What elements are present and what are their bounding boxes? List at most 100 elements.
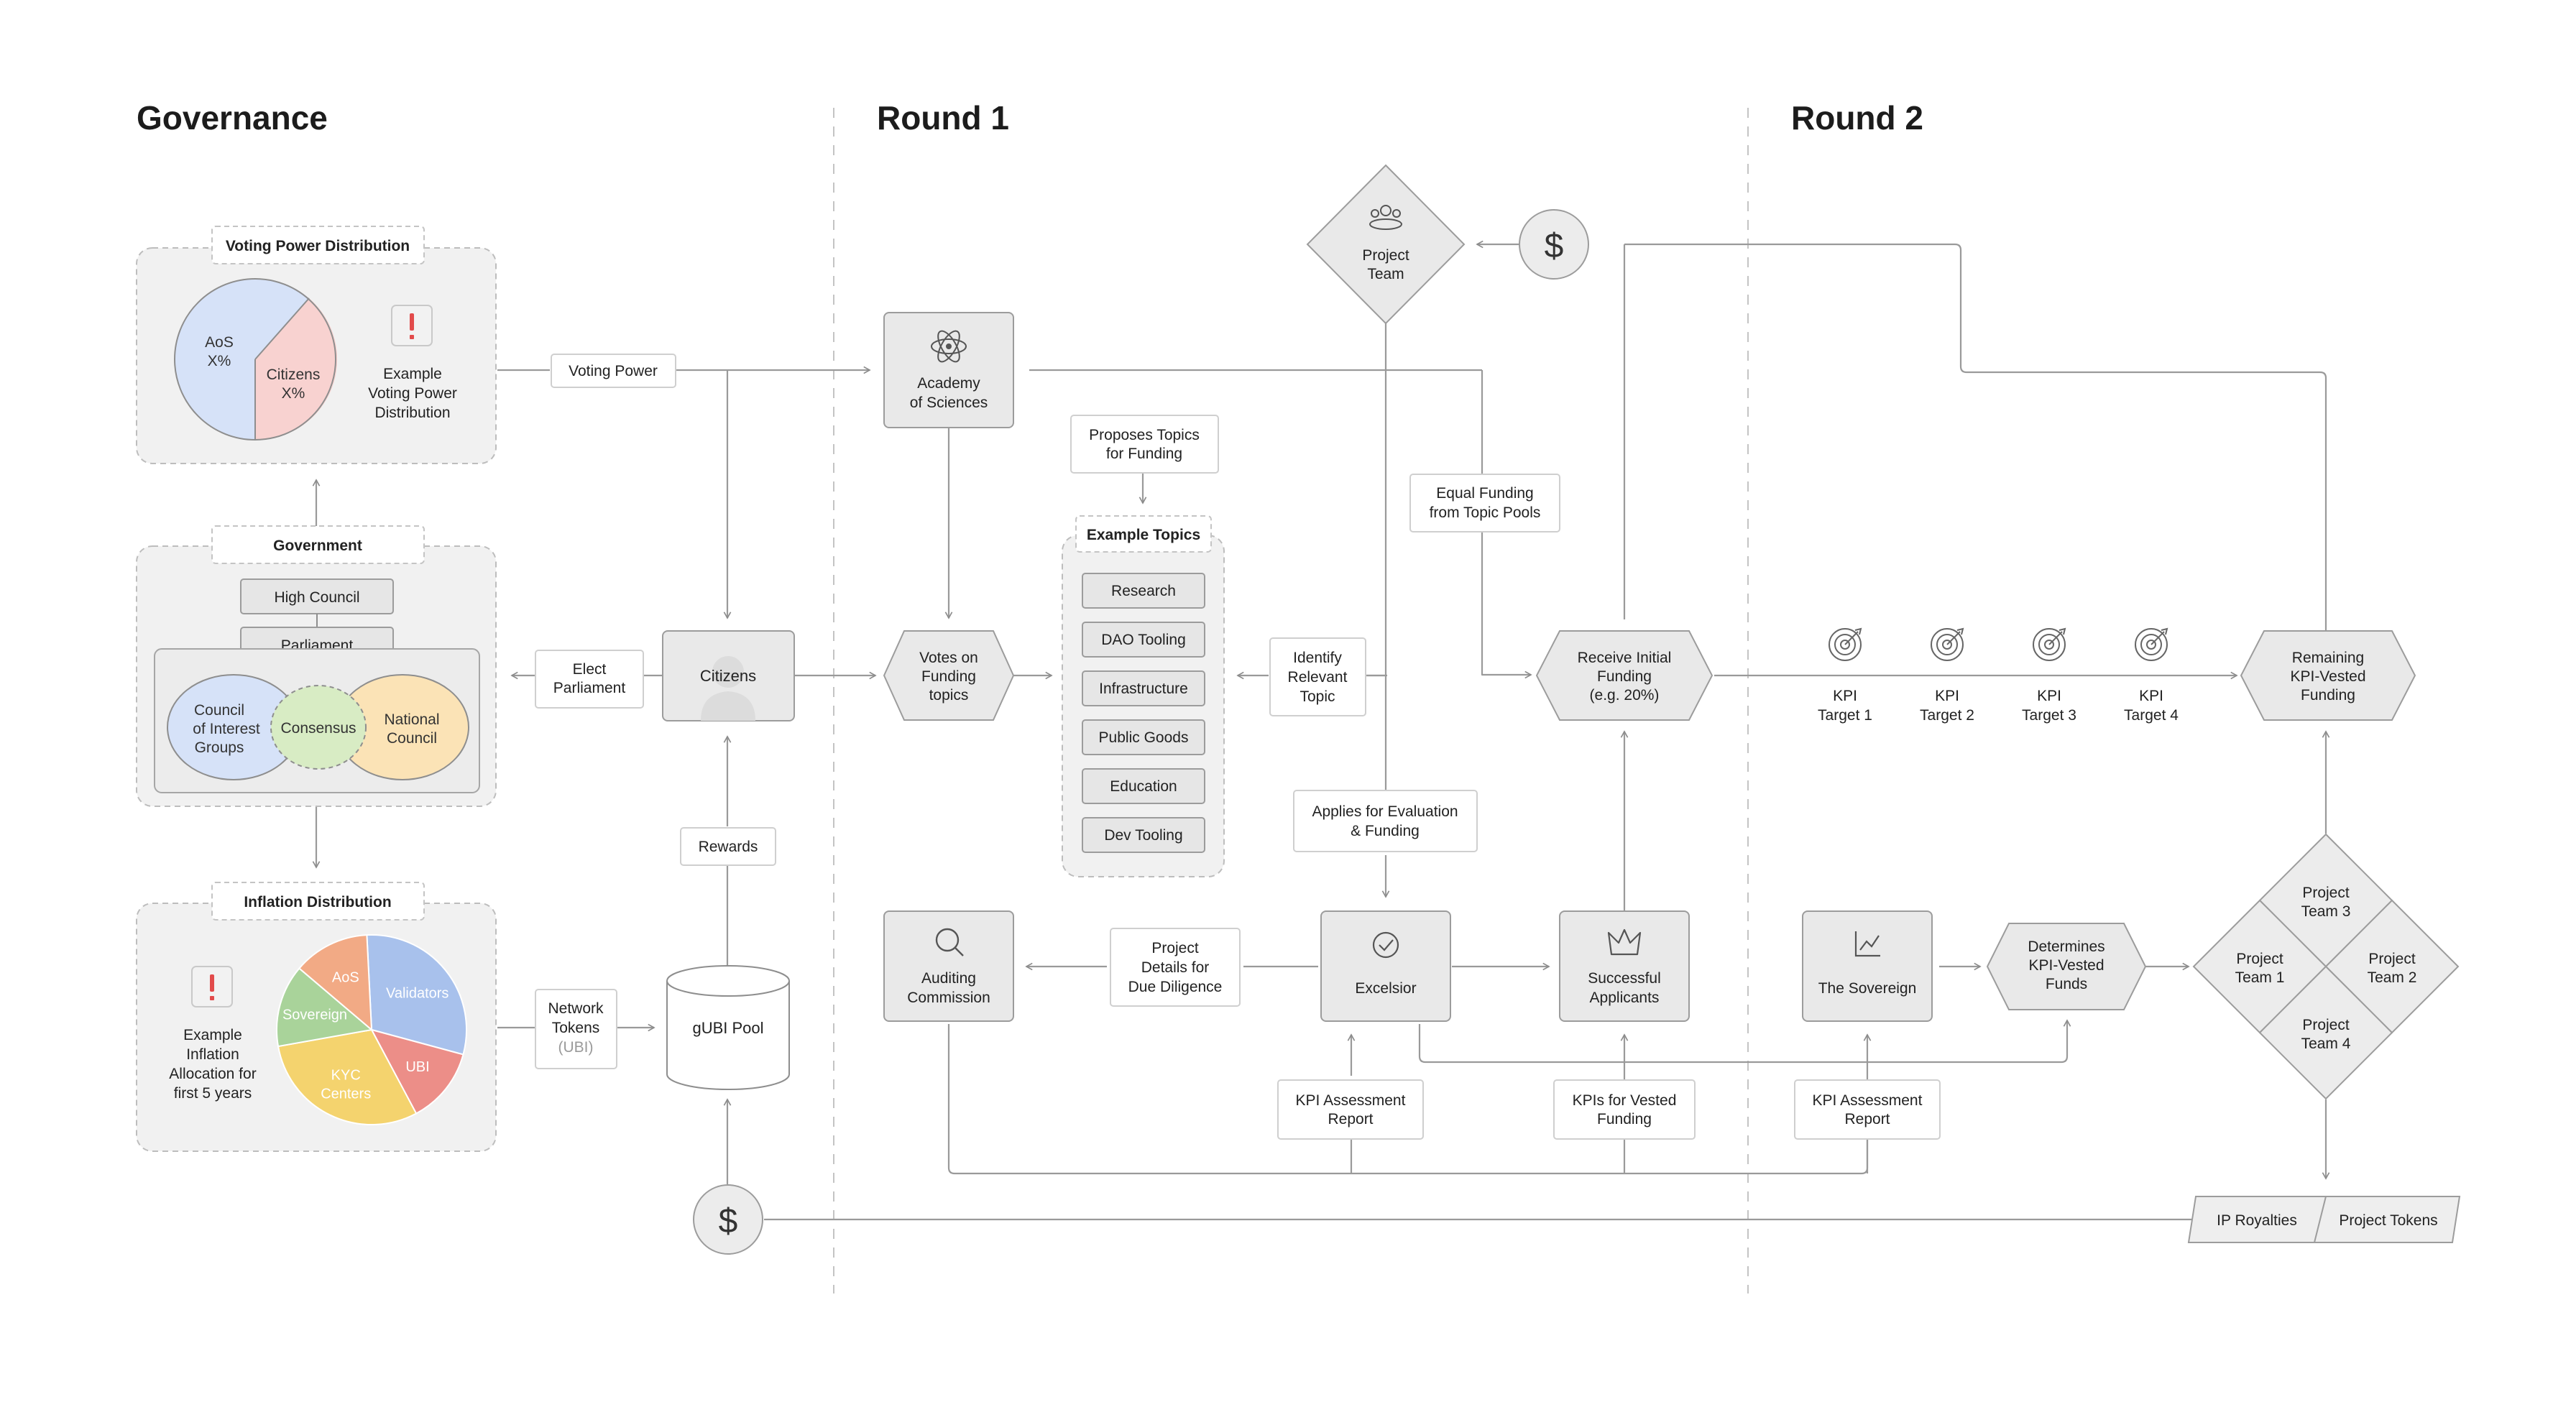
topic-item[interactable]: Public Goods <box>1082 719 1205 755</box>
network-tokens-label: Network Tokens (UBI) <box>535 989 617 1069</box>
topic-label: Infrastructure <box>1099 681 1188 697</box>
kpis-vested-funding-label: KPIs for Vested Funding <box>1553 1079 1696 1140</box>
svg-text:Funds: Funds <box>2046 976 2087 992</box>
svg-text:Applies for Evaluation: Applies for Evaluation <box>1312 803 1458 820</box>
ip-royalties-label: IP Royalties <box>2217 1212 2297 1229</box>
alert-icon <box>191 966 233 1007</box>
sovereign-node[interactable]: The Sovereign <box>1802 910 1933 1022</box>
svg-text:for Funding: for Funding <box>1106 446 1182 462</box>
voting-note-line1: Example <box>383 366 442 382</box>
svg-text:KPIs for Vested: KPIs for Vested <box>1573 1092 1677 1109</box>
coig-line2: of Interest <box>193 721 260 737</box>
kpi-assessment-report-label: KPI Assessment Report <box>1277 1079 1424 1140</box>
topic-item[interactable]: DAO Tooling <box>1082 622 1205 658</box>
aos-label: AoS <box>205 334 234 351</box>
svg-text:Tokens: Tokens <box>552 1020 600 1036</box>
national-line2: Council <box>387 730 437 747</box>
svg-text:(e.g. 20%): (e.g. 20%) <box>1590 687 1660 704</box>
svg-text:Parliament: Parliament <box>553 680 626 696</box>
citizens-label: Citizens <box>267 366 321 383</box>
topic-item[interactable]: Research <box>1082 573 1205 609</box>
svg-text:Report: Report <box>1844 1111 1890 1127</box>
proposes-topics-label: Proposes Topics for Funding <box>1070 415 1219 474</box>
topic-label: Research <box>1111 583 1176 599</box>
topic-item[interactable]: Dev Tooling <box>1082 817 1205 853</box>
svg-text:Voting Power: Voting Power <box>569 363 658 379</box>
inflation-note-line4: first 5 years <box>174 1085 252 1102</box>
inflation-note-line3: Allocation for <box>169 1066 256 1082</box>
people-icon <box>1369 205 1402 230</box>
project-team-line1: Project <box>2368 951 2416 967</box>
svg-text:$: $ <box>1545 227 1564 265</box>
project-team-line1: Project <box>2302 1017 2350 1033</box>
svg-text:KPI Assessment: KPI Assessment <box>1296 1092 1406 1109</box>
kpi-target-line2: Target 1 <box>1818 707 1872 724</box>
project-team-line2: Team 1 <box>2235 969 2285 986</box>
inflation-panel: Inflation Distribution Example Inflation… <box>136 882 497 1152</box>
svg-text:Proposes Topics: Proposes Topics <box>1089 427 1200 443</box>
academy-of-sciences-node[interactable]: Academy of Sciences <box>883 312 1014 428</box>
citizens-node[interactable]: Citizens <box>662 630 795 721</box>
successful-applicants-node[interactable]: Successful Applicants <box>1559 910 1690 1022</box>
gubi-pool-label: gUBI Pool <box>692 1019 763 1037</box>
pie-slice <box>370 1028 464 1115</box>
kpi-target-line2: Target 2 <box>1920 707 1974 724</box>
votes-on-funding-node[interactable]: Votes on Funding topics <box>883 630 1015 721</box>
svg-text:topics: topics <box>929 687 969 704</box>
check-badge-icon <box>1372 931 1399 959</box>
svg-text:Elect: Elect <box>573 661 607 678</box>
svg-text:Equal Funding: Equal Funding <box>1436 485 1533 502</box>
gubi-pool-node[interactable]: gUBI Pool <box>666 965 790 1090</box>
project-team-node[interactable]: Project Team <box>1306 164 1466 325</box>
excelsior-node[interactable]: Excelsior <box>1320 910 1451 1022</box>
remaining-kpi-funding-node[interactable]: Remaining KPI-Vested Funding <box>2240 630 2416 721</box>
alert-icon <box>391 305 433 346</box>
auditing-commission-node[interactable]: Auditing Commission <box>883 910 1014 1022</box>
svg-text:Project: Project <box>1151 940 1199 956</box>
svg-text:Team: Team <box>1367 266 1404 282</box>
kpi-assessment-report-label-2: KPI Assessment Report <box>1794 1079 1941 1140</box>
pie-slice <box>298 934 373 1032</box>
project-team-line2: Team 2 <box>2368 969 2417 986</box>
svg-text:Relevant: Relevant <box>1288 669 1348 686</box>
applies-evaluation-label: Applies for Evaluation & Funding <box>1293 790 1478 852</box>
section-title-round1: Round 1 <box>877 99 1009 137</box>
dollar-icon: $ <box>693 1184 763 1255</box>
svg-text:Funding: Funding <box>921 668 976 685</box>
topic-item[interactable]: Infrastructure <box>1082 670 1205 706</box>
receive-initial-funding-node[interactable]: Receive Initial Funding (e.g. 20%) <box>1535 630 1714 721</box>
project-team-line2: Team 4 <box>2301 1036 2351 1052</box>
svg-text:Report: Report <box>1328 1111 1373 1127</box>
project-team-line1: Project <box>2236 951 2283 967</box>
determines-kpi-funds-node[interactable]: Determines KPI-Vested Funds <box>1986 923 2147 1010</box>
citizens-label: Citizens <box>700 667 756 685</box>
svg-text:Network: Network <box>548 1000 604 1017</box>
svg-text:The Sovereign: The Sovereign <box>1818 980 1917 997</box>
citizen-silhouette-icon <box>701 656 755 721</box>
high-council-box: High Council <box>274 589 359 606</box>
project-details-label: Project Details for Due Diligence <box>1110 928 1241 1007</box>
topic-item[interactable]: Education <box>1082 768 1205 804</box>
topic-label: Dev Tooling <box>1104 827 1182 844</box>
svg-text:Funding: Funding <box>1597 1111 1652 1127</box>
government-panel: Government High Council Parliament Counc… <box>136 525 497 807</box>
voting-power-label: Voting Power <box>551 354 676 388</box>
svg-text:$: $ <box>719 1202 738 1240</box>
aos-percent: X% <box>208 353 231 369</box>
svg-text:KPI-Vested: KPI-Vested <box>2290 668 2365 685</box>
svg-text:Project: Project <box>1362 247 1409 264</box>
voting-note-line2: Voting Power <box>368 385 457 402</box>
pie-label: KYC <box>331 1068 361 1084</box>
svg-text:Votes on: Votes on <box>919 650 978 666</box>
pie-label: AoS <box>332 970 359 986</box>
ip-royalties-tokens-node[interactable]: IP Royalties Project Tokens <box>2187 1196 2461 1243</box>
svg-text:& Funding: & Funding <box>1351 823 1420 839</box>
equal-funding-label: Equal Funding from Topic Pools <box>1409 474 1560 532</box>
svg-text:Successful: Successful <box>1588 970 1661 987</box>
inflation-note-line1: Example <box>183 1027 242 1043</box>
